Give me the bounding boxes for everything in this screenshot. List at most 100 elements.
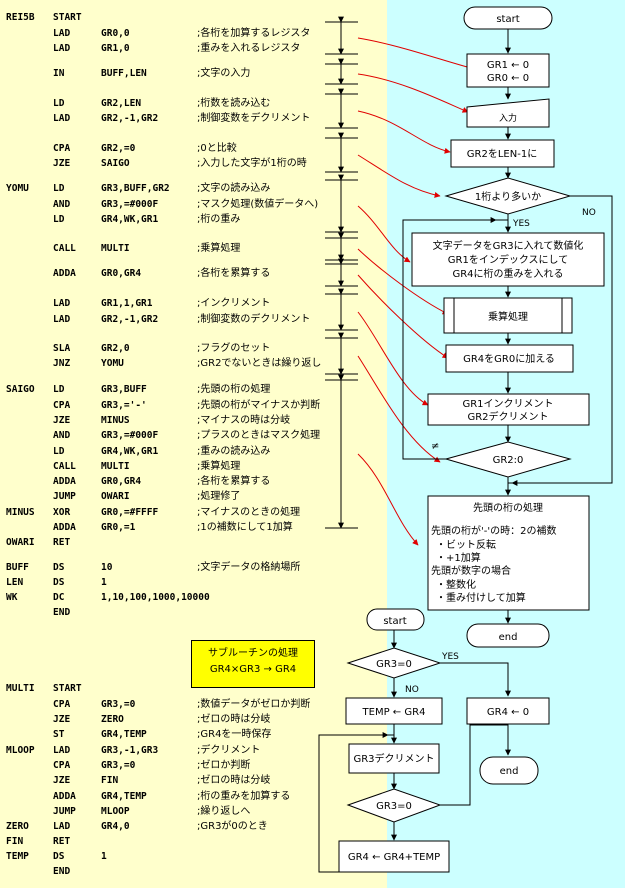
code-operand: GR4,0 xyxy=(101,821,130,832)
code-opcode: JZE xyxy=(53,415,71,426)
first-digit-box xyxy=(427,495,590,611)
code-opcode: ADDA xyxy=(53,268,76,279)
code-opcode: START xyxy=(53,683,82,694)
sub-no-label: NO xyxy=(405,685,419,695)
cond-gr2-diamond xyxy=(444,441,572,478)
cond-gr2-text: GR2:0 xyxy=(493,455,524,466)
sub-end-text: end xyxy=(500,766,519,777)
code-label: WK xyxy=(6,592,18,603)
code-label: ZERO xyxy=(6,821,29,832)
code-opcode: ST xyxy=(53,729,65,740)
code-opcode: JZE xyxy=(53,158,71,169)
incdec-line1: GR1インクリメント xyxy=(462,398,553,410)
code-operand: GR3,BUFF xyxy=(101,384,147,395)
code-operand: GR4,TEMP xyxy=(101,729,147,740)
code-opcode: LAD xyxy=(53,43,71,54)
convert-line1: 文字データをGR3に入れて数値化 xyxy=(433,239,584,252)
main-flowchart xyxy=(402,29,613,624)
sub-dec-text: GR3デクリメント xyxy=(353,752,434,765)
code-opcode: LD xyxy=(53,446,65,457)
code-comment: ;GR4を一時保存 xyxy=(197,729,272,740)
code-operand: GR3,-1,GR3 xyxy=(101,745,159,756)
yes-label: YES xyxy=(512,219,530,229)
multiply-box xyxy=(443,297,573,334)
code-comment: ;桁の重みを加算する xyxy=(197,791,291,802)
first-digit-line4: ・ビット反転 xyxy=(436,539,496,551)
len-text: GR2をLEN-1に xyxy=(467,148,537,160)
sub-start-terminal xyxy=(366,608,425,631)
code-opcode: ADDA xyxy=(53,791,76,802)
sub-start-text: start xyxy=(383,616,406,627)
code-operand: GR4,WK,GR1 xyxy=(101,446,159,457)
input-manual-shape xyxy=(466,98,550,128)
init-line2: GR0 ← 0 xyxy=(487,73,529,84)
code-label: YOMU xyxy=(6,183,29,194)
code-label: OWARI xyxy=(6,537,35,548)
code-comment: ;各桁を累算する xyxy=(197,268,271,279)
code-operand: GR1,1,GR1 xyxy=(101,298,153,309)
code-opcode: LAD xyxy=(53,745,71,756)
code-operand: GR4,WK,GR1 xyxy=(101,214,159,225)
code-operand: GR3,=#000F xyxy=(101,430,159,441)
code-operand: OWARI xyxy=(101,491,130,502)
code-opcode: CPA xyxy=(53,400,71,411)
code-opcode: END xyxy=(53,607,71,618)
code-comment: ;制御変数をデクリメント xyxy=(197,113,311,124)
code-comment: ;処理修了 xyxy=(197,491,241,502)
sub-dec-box xyxy=(348,743,440,774)
subroutine-title: サブルーチンの処理 xyxy=(208,648,298,659)
code-label: FIN xyxy=(6,836,24,847)
code-label: MINUS xyxy=(6,507,35,518)
code-opcode: JNZ xyxy=(53,358,71,369)
code-opcode: LAD xyxy=(53,113,71,124)
code-opcode: AND xyxy=(53,199,71,210)
code-opcode: ADDA xyxy=(53,476,76,487)
code-comment: ;入力した文字が1桁の時 xyxy=(197,158,307,169)
code-operand: GR2,-1,GR2 xyxy=(101,314,159,325)
code-operand: GR3,BUFF,GR2 xyxy=(101,183,170,194)
code-opcode: CALL xyxy=(53,461,76,472)
code-comment: ;桁の重み xyxy=(197,214,241,225)
multiply-text: 乗算処理 xyxy=(488,310,528,323)
sub-cond2-diamond xyxy=(346,788,442,823)
cond-digits-text: 1桁より多いか xyxy=(475,190,541,203)
code-label: REI5B xyxy=(6,12,35,23)
code-operand: FIN xyxy=(101,775,119,786)
code-operand: 1 xyxy=(101,851,107,862)
main-start-text: start xyxy=(496,14,519,25)
gr4-zero-text: GR4 ← 0 xyxy=(487,707,529,718)
cond-digits-diamond xyxy=(444,177,572,215)
code-opcode: DS xyxy=(53,851,65,862)
code-opcode: RET xyxy=(53,836,71,847)
code-opcode: JUMP xyxy=(53,491,76,502)
code-comment: ;文字データの格納場所 xyxy=(197,562,301,573)
add-box xyxy=(445,344,574,373)
code-comment: ;先頭の桁がマイナスか判断 xyxy=(197,400,321,411)
sub-add-box xyxy=(338,840,450,873)
code-opcode: LD xyxy=(53,98,65,109)
code-opcode: START xyxy=(53,12,82,23)
code-comment: ;GR2でないときは繰り返し xyxy=(197,358,322,369)
red-connectors xyxy=(357,37,479,546)
code-comment: ;乗算処理 xyxy=(197,461,241,472)
code-operand: GR0,0 xyxy=(101,28,130,39)
code-comment: ;インクリメント xyxy=(197,298,271,309)
code-comment: ;デクリメント xyxy=(197,745,261,756)
main-end-terminal xyxy=(466,623,550,648)
init-box xyxy=(466,53,550,88)
sub-add-text: GR4 ← GR4+TEMP xyxy=(348,852,440,863)
code-operand: GR2,-1,GR2 xyxy=(101,113,159,124)
code-opcode: LD xyxy=(53,214,65,225)
no-label: NO xyxy=(582,208,596,218)
code-opcode: SLA xyxy=(53,343,71,354)
code-comment: ;数値データがゼロか判断 xyxy=(197,699,311,710)
code-operand: GR1,0 xyxy=(101,43,130,54)
code-operand: GR2,LEN xyxy=(101,98,142,109)
code-operand: GR3,=#000F xyxy=(101,199,159,210)
first-digit-line8: ・重み付けして加算 xyxy=(436,591,526,604)
code-comment: ;プラスのときはマスク処理 xyxy=(197,430,321,441)
code-opcode: IN xyxy=(53,68,65,79)
code-comment: ;乗算処理 xyxy=(197,243,241,254)
